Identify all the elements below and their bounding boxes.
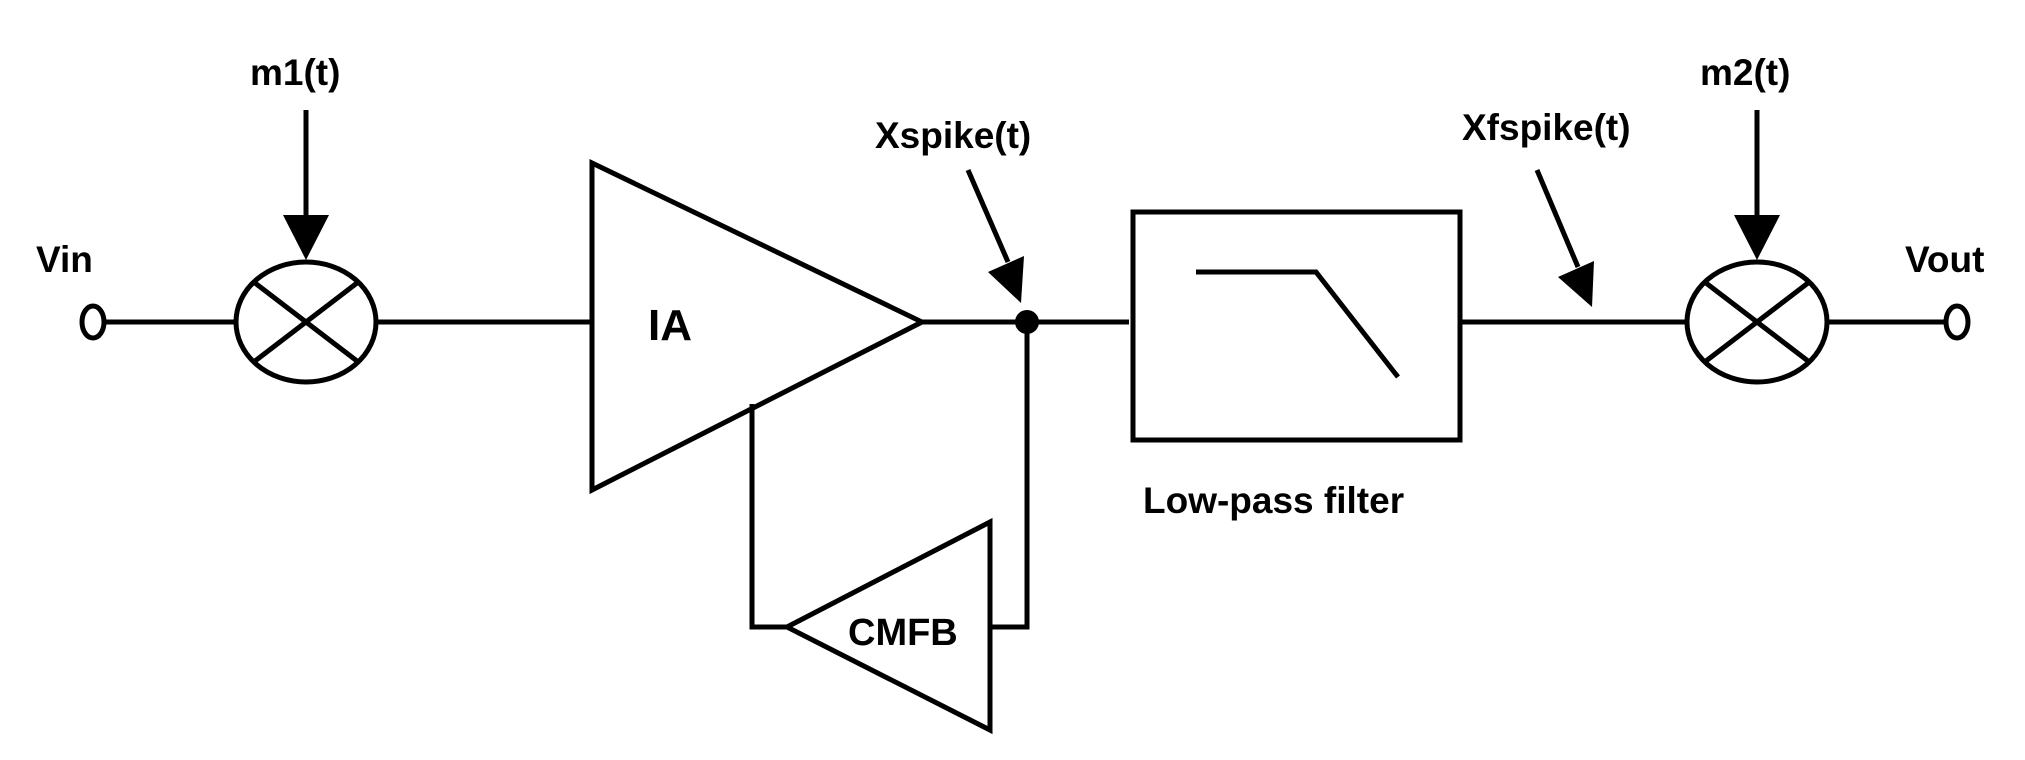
mixer-2 bbox=[1684, 259, 1830, 385]
m2-label: m2(t) bbox=[1700, 52, 1790, 93]
xspike-label: Xspike(t) bbox=[875, 115, 1031, 156]
low-pass-filter bbox=[1130, 209, 1463, 443]
input-terminal bbox=[79, 303, 107, 341]
cmfb-label: CMFB bbox=[848, 612, 958, 654]
m1-label: m1(t) bbox=[250, 52, 340, 93]
lpf-label: Low-pass filter bbox=[1143, 480, 1404, 521]
wire-cmfb-to-ia bbox=[749, 404, 787, 630]
filter-response-icon bbox=[1196, 269, 1400, 379]
xspike-arrow-shaft bbox=[965, 169, 1011, 263]
vin-label: Vin bbox=[36, 239, 93, 280]
m1-arrow-head bbox=[283, 215, 329, 260]
xfspike-label: Xfspike(t) bbox=[1462, 107, 1631, 148]
output-terminal bbox=[1943, 303, 1971, 341]
ia-amplifier bbox=[589, 159, 928, 495]
cmfb-amplifier bbox=[781, 517, 993, 735]
mixer-1 bbox=[233, 259, 379, 385]
xfspike-arrow-shaft bbox=[1534, 169, 1581, 268]
vout-label: Vout bbox=[1905, 239, 1984, 280]
ia-label: IA bbox=[648, 301, 692, 350]
m2-arrow-head bbox=[1734, 215, 1780, 260]
wire-node-to-cmfb bbox=[990, 322, 1030, 630]
xspike-arrow-head bbox=[988, 256, 1024, 303]
xfspike-arrow-head bbox=[1558, 261, 1594, 307]
